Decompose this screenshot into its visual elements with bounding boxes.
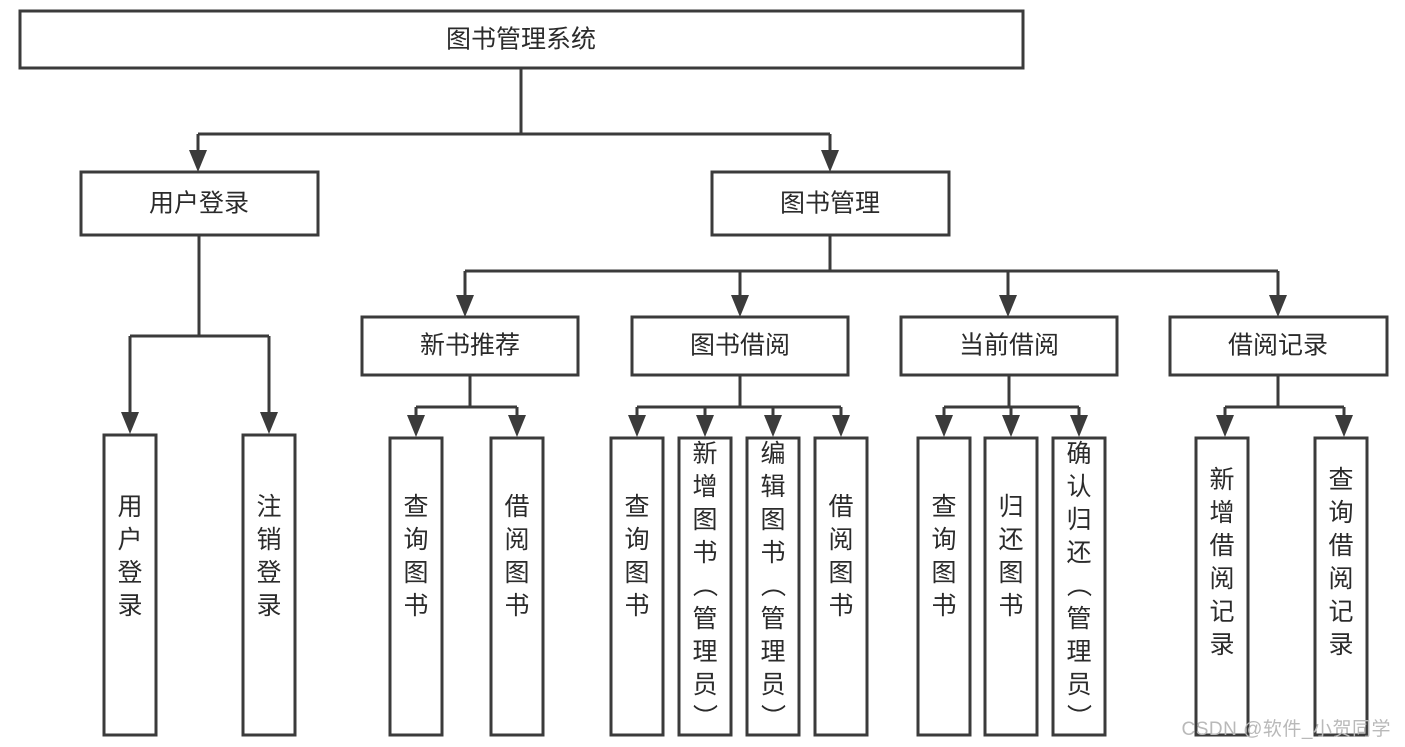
arrowhead-icon [1269,295,1287,317]
arrowhead-icon [1002,415,1020,437]
leaf-current-borrow-confirm[interactable]: 确认归还（管理员） [1051,436,1107,737]
leaf-borrow-record-query[interactable]: 查询借阅记录 [1313,436,1369,737]
leaf-label-vertical: 归还图书 [998,493,1023,620]
arrowhead-icon [121,412,139,434]
leaf-label-vertical: 用户登录 [117,493,142,620]
arrowhead-icon [628,415,646,437]
leaf-current-borrow-query[interactable]: 查询图书 [916,436,972,737]
leaf-label-vertical: 查询图书 [403,493,428,620]
connector-user-login-to-leaves [121,235,278,434]
connector-current-borrow-to-leaves [935,375,1088,437]
leaf-label-vertical: 查询借阅记录 [1328,466,1353,659]
node-root-label: 图书管理系统 [446,26,596,54]
arrowhead-icon [508,415,526,437]
node-root[interactable]: 图书管理系统 [18,9,1025,70]
node-new-book-recommend-label: 新书推荐 [420,332,520,360]
connector-root-to-level1 [189,68,839,172]
leaf-label-vertical: 新增图书（管理员） [692,440,718,732]
arrowhead-icon [407,415,425,437]
arrowhead-icon [260,412,278,434]
leaf-book-borrow-edit[interactable]: 编辑图书（管理员） [745,436,801,737]
csdn-watermark: CSDN @软件_小贺同学 [1181,719,1391,740]
leaf-label-vertical: 查询图书 [624,493,649,620]
arrowhead-icon [189,150,207,172]
connector-book-management-to-level2 [456,235,1287,317]
leaf-label-vertical: 注销登录 [256,493,281,620]
leaf-borrow-record-add[interactable]: 新增借阅记录 [1194,436,1250,737]
arrowhead-icon [999,295,1017,317]
arrowhead-icon [696,415,714,437]
leaf-label-vertical: 编辑图书（管理员） [760,440,786,732]
arrowhead-icon [832,415,850,437]
node-borrow-record[interactable]: 借阅记录 [1168,315,1389,377]
node-book-borrow-label: 图书借阅 [690,332,790,360]
leaf-user-login-login[interactable]: 用户登录 [102,433,158,737]
arrowhead-icon [1335,415,1353,437]
arrowhead-icon [456,295,474,317]
connector-borrow-record-to-leaves [1216,375,1353,437]
arrowhead-icon [935,415,953,437]
leaf-user-login-logout[interactable]: 注销登录 [241,433,297,737]
leaf-label-vertical: 查询图书 [931,493,956,620]
arrowhead-icon [764,415,782,437]
leaf-label-vertical: 借阅图书 [504,493,529,620]
node-current-borrow-label: 当前借阅 [959,332,1059,360]
leaf-new-book-borrow[interactable]: 借阅图书 [489,436,545,737]
node-book-borrow[interactable]: 图书借阅 [630,315,850,377]
node-book-management-label: 图书管理 [780,190,880,218]
connector-new-book-recommend-to-leaves [407,375,526,437]
leaf-book-borrow-add[interactable]: 新增图书（管理员） [677,436,733,737]
node-book-management[interactable]: 图书管理 [710,170,951,237]
arrowhead-icon [821,150,839,172]
leaf-current-borrow-return[interactable]: 归还图书 [983,436,1039,737]
arrowhead-icon [731,295,749,317]
leaf-label-vertical: 新增借阅记录 [1209,466,1234,659]
arrowhead-icon [1070,415,1088,437]
leaf-new-book-query[interactable]: 查询图书 [388,436,444,737]
arrowhead-icon [1216,415,1234,437]
leaf-label-vertical: 确认归还（管理员） [1066,440,1092,732]
connector-book-borrow-to-leaves [628,375,850,437]
node-borrow-record-label: 借阅记录 [1228,332,1328,360]
node-user-login-label: 用户登录 [149,190,249,218]
leaf-book-borrow-lend[interactable]: 借阅图书 [813,436,869,737]
node-new-book-recommend[interactable]: 新书推荐 [360,315,580,377]
leaf-book-borrow-query[interactable]: 查询图书 [609,436,665,737]
leaf-label-vertical: 借阅图书 [828,493,853,620]
node-user-login[interactable]: 用户登录 [79,170,320,237]
node-current-borrow[interactable]: 当前借阅 [899,315,1119,377]
